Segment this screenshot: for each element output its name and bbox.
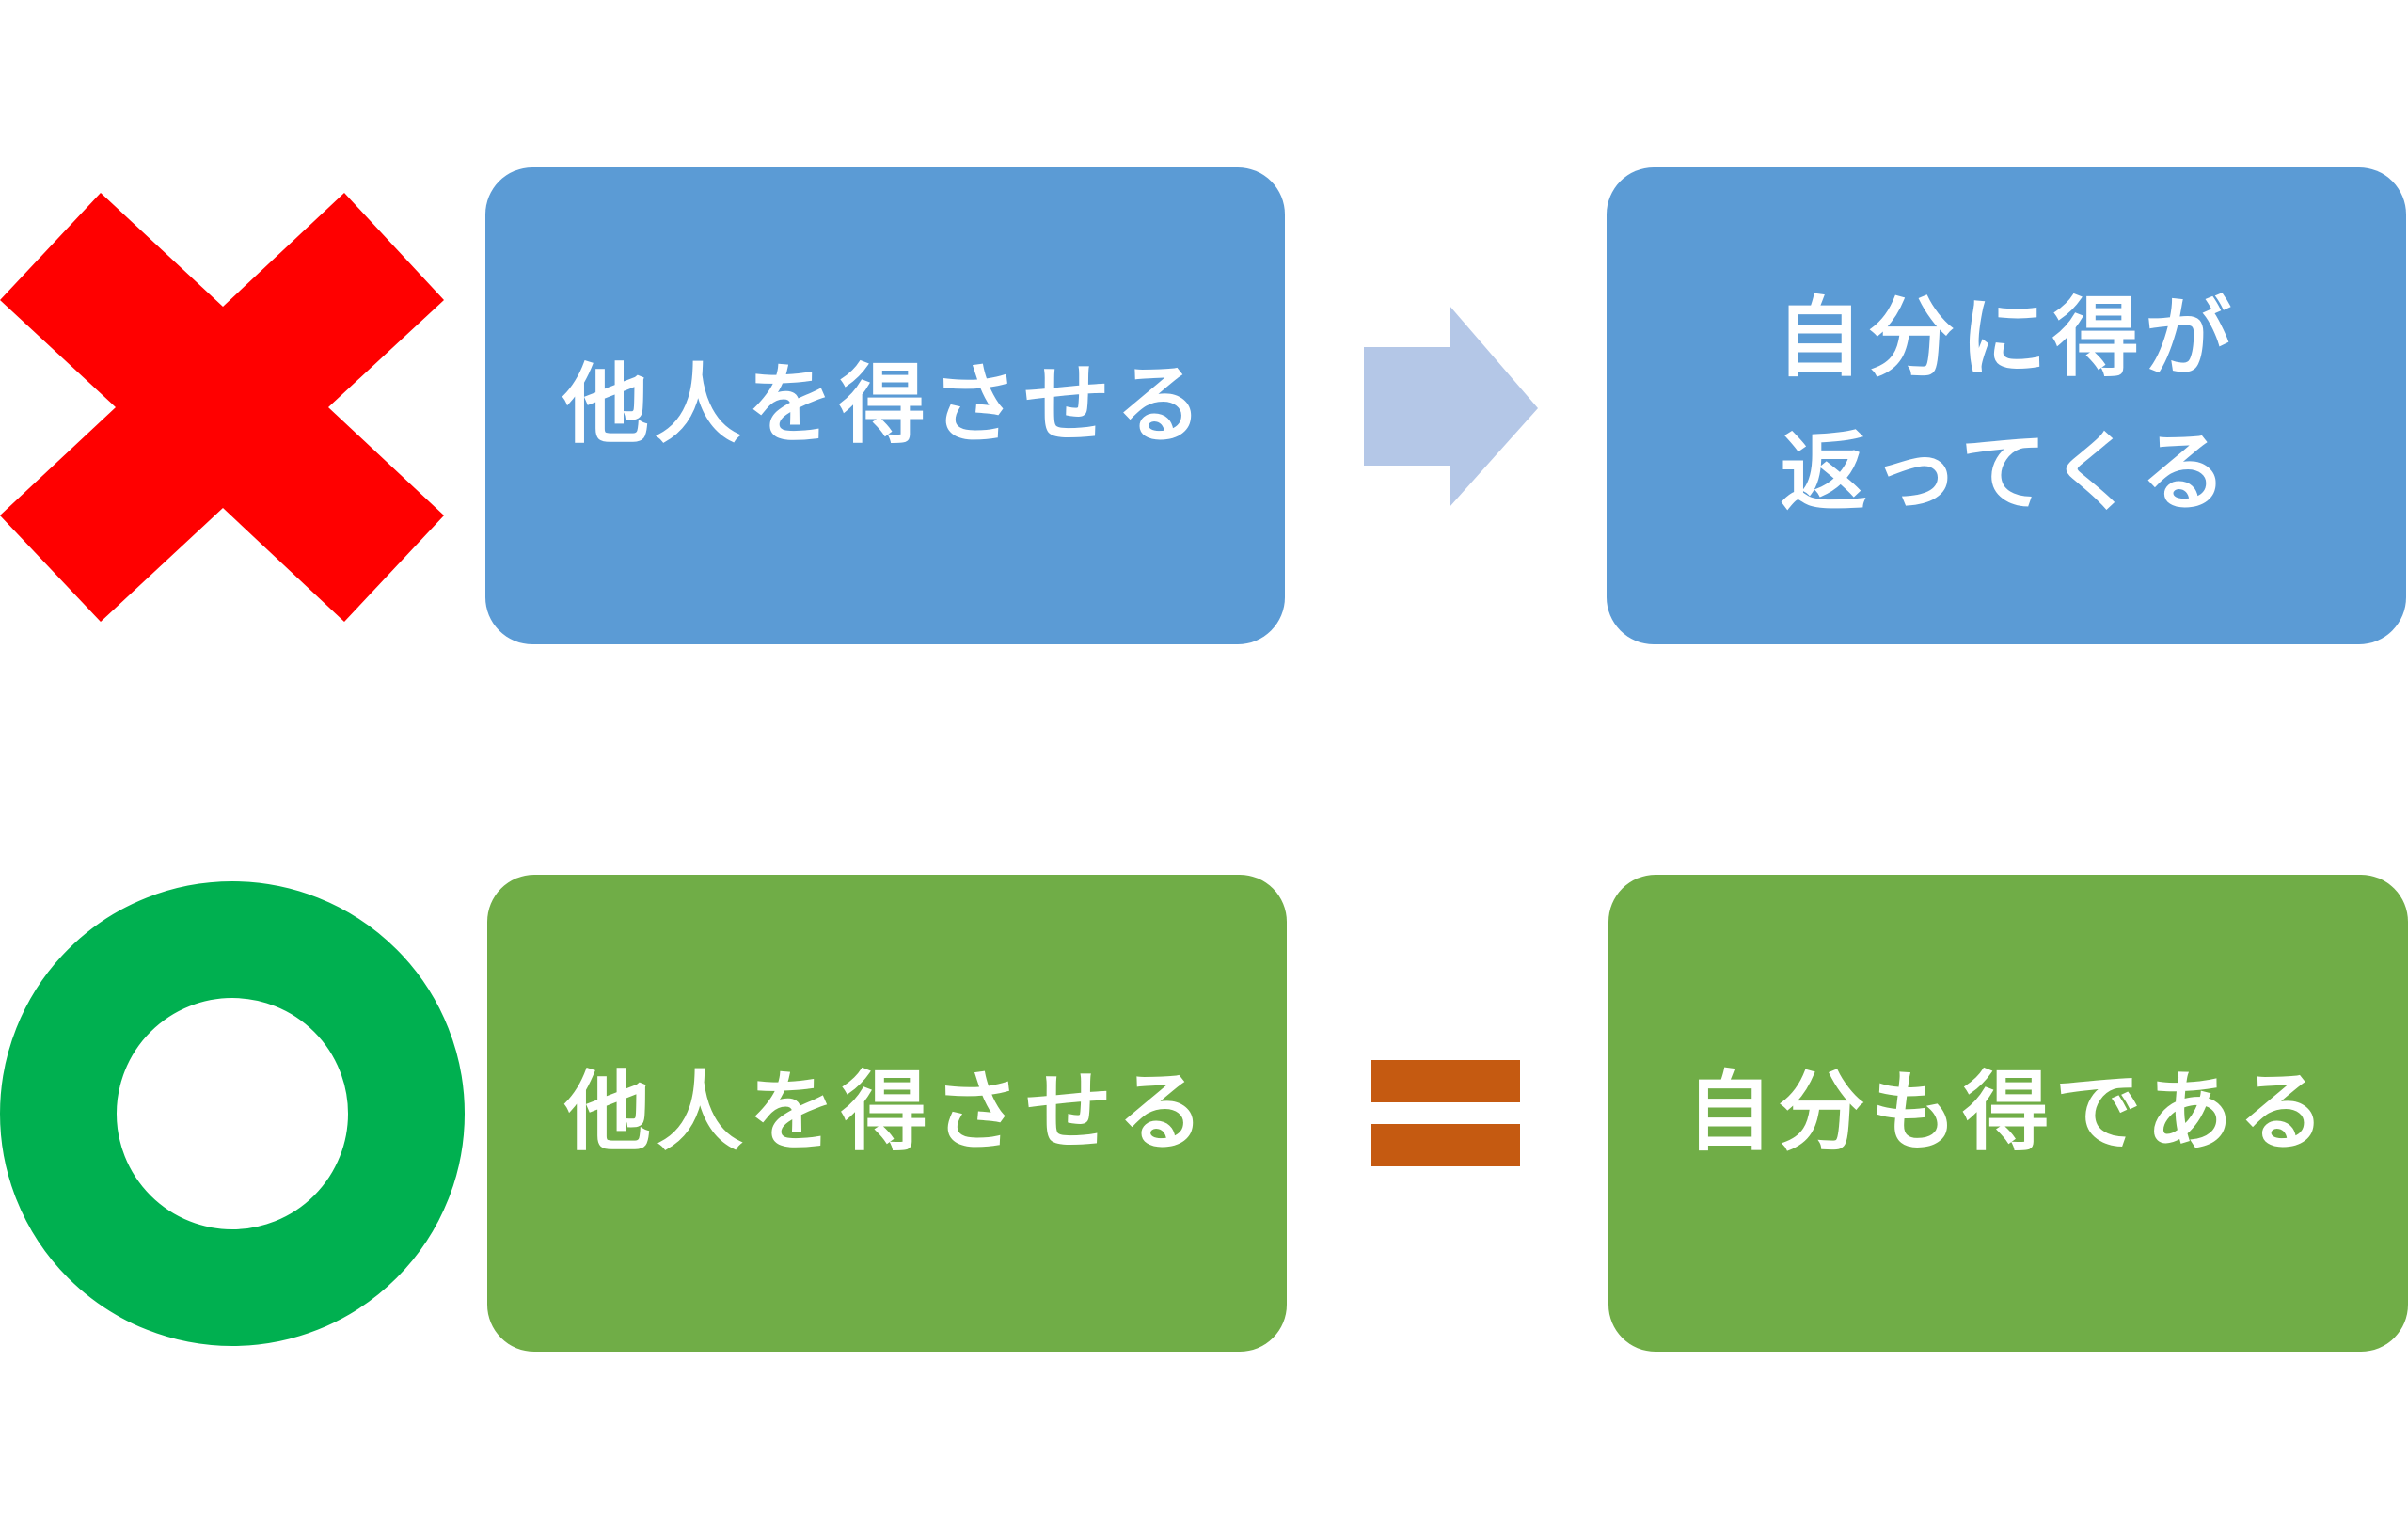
equals-bar-bottom xyxy=(1371,1124,1520,1166)
arrow-right-icon xyxy=(1364,306,1538,507)
cross-icon xyxy=(0,193,444,622)
bottom-right-box: 自分も得である xyxy=(1608,875,2408,1352)
equals-bar-top xyxy=(1371,1060,1520,1102)
top-right-box-line-1: 自分に得が xyxy=(1775,287,2237,388)
cross-shape xyxy=(0,193,444,622)
bottom-right-box-line-1: 自分も得である xyxy=(1686,1062,2331,1164)
top-right-box-line-2: 返ってくる xyxy=(1780,421,2233,523)
arrow-shape xyxy=(1364,306,1538,507)
circle-icon xyxy=(0,879,465,1348)
top-right-box: 自分に得が 返ってくる xyxy=(1607,167,2406,644)
circle-ring xyxy=(0,881,465,1346)
top-left-box: 他人を得させる xyxy=(485,167,1285,644)
bottom-left-box-line-1: 他人を得させる xyxy=(563,1062,1210,1164)
top-left-box-line-1: 他人を得させる xyxy=(562,355,1208,456)
bottom-left-box: 他人を得させる xyxy=(487,875,1287,1352)
equals-icon xyxy=(1371,1060,1520,1166)
